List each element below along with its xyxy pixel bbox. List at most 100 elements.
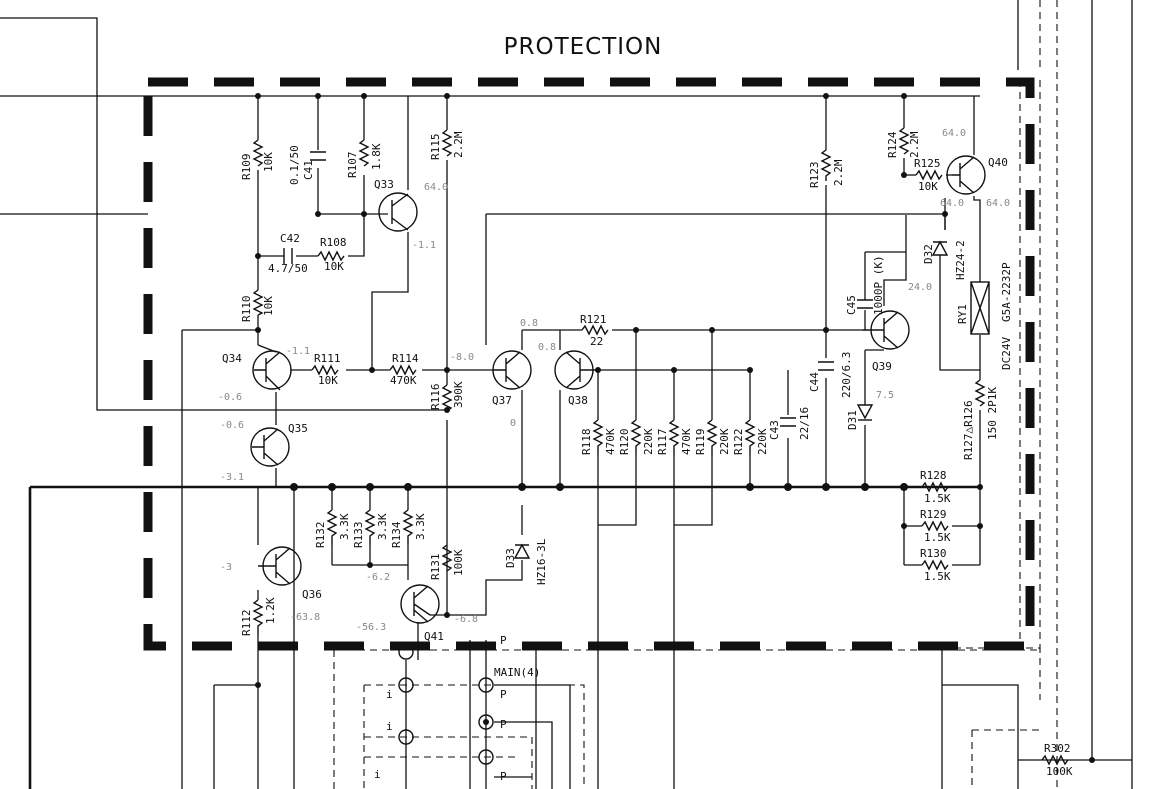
resistor-r119: R119 220K xyxy=(694,419,731,455)
resistor-r111: R111 10K xyxy=(311,352,341,387)
r128-label: R128 xyxy=(920,469,947,482)
pin-p-2: P xyxy=(500,688,507,701)
resistor-r124: R124 2.2M xyxy=(886,127,921,158)
resistor-r117: R117 470K xyxy=(656,419,693,455)
d32-value: HZ24-2 xyxy=(954,240,967,280)
r111-value: 10K xyxy=(318,374,338,387)
pin-i-1: i xyxy=(386,688,393,701)
transistor-q41: Q41 xyxy=(400,584,444,643)
r134-label: R134 xyxy=(390,521,403,548)
r302-label: R302 xyxy=(1044,742,1071,755)
r132-label: R132 xyxy=(314,522,327,549)
voltage-q40-c: 64.0 xyxy=(986,198,1010,209)
r132-value: 3.3K xyxy=(338,513,351,540)
resistor-r129: R129 1.5K xyxy=(920,508,951,544)
c42-label: C42 xyxy=(280,232,300,245)
voltage-q34-b: -1.1 xyxy=(286,346,310,357)
voltage-q41-e: -6.8 xyxy=(454,614,478,625)
r125-label: R125 xyxy=(914,157,941,170)
resistor-r118: R118 470K xyxy=(580,419,617,456)
r115-label: R115 xyxy=(429,134,442,161)
voltage-readings: 64.0 -1.1 64.0 64.0 64.0 -1.1 -0.6 -0.6 … xyxy=(218,128,1010,633)
voltage-q33-c: 64.0 xyxy=(424,182,448,193)
r126-label: R127△R126 xyxy=(962,400,975,460)
q37-label: Q37 xyxy=(492,394,512,407)
r123-value: 2.2M xyxy=(832,159,845,186)
r121-value: 22 xyxy=(590,335,603,348)
d33-label: D33 xyxy=(504,548,517,568)
voltage-q37-e: 0.8 xyxy=(520,318,538,329)
r302-value: 100K xyxy=(1046,765,1073,778)
connector-main4: MAIN(4) P P P P i i i xyxy=(374,634,540,783)
pin-p-1: P xyxy=(500,634,507,647)
resistor-r123: R123 2.2M xyxy=(808,149,845,189)
r109-label: R109 xyxy=(240,154,253,181)
r129-label: R129 xyxy=(920,508,947,521)
resistor-r114: R114 470K xyxy=(389,352,419,387)
d32-label: D32 xyxy=(922,244,935,264)
c44-label: C44 xyxy=(808,372,821,392)
r114-label: R114 xyxy=(392,352,419,365)
resistor-r126: R127△R126 150 2P1K xyxy=(962,379,999,460)
q36-label: Q36 xyxy=(302,588,322,601)
transistor-q36: Q36 xyxy=(258,546,322,601)
resistor-r131: R131 100K xyxy=(429,544,465,581)
r123-label: R123 xyxy=(808,162,821,189)
voltage-q38-b: 0.8 xyxy=(538,342,556,353)
r122-label: R122 xyxy=(732,429,745,456)
junction-dots xyxy=(255,93,1095,763)
schematic-title: PROTECTION xyxy=(504,34,663,60)
resistor-r132: R132 3.3K xyxy=(314,509,351,549)
voltage-q37-b: -8.0 xyxy=(450,352,474,363)
resistor-r116: R116 390K xyxy=(429,381,465,412)
transistor-q35: Q35 xyxy=(250,422,308,467)
r133-value: 3.3K xyxy=(376,513,389,540)
r128-value: 1.5K xyxy=(924,492,951,505)
c43-label: C43 xyxy=(768,420,781,440)
r107-label: R107 xyxy=(346,152,359,179)
voltage-q33-e: -1.1 xyxy=(412,240,436,251)
d33-value: HZ16-3L xyxy=(535,538,548,585)
resistor-r107: R107 1.8K xyxy=(346,139,383,179)
c45-value: 1000P (K) xyxy=(872,255,885,315)
voltage-q38-e: 0 xyxy=(510,418,516,429)
resistor-r108: R108 10K xyxy=(317,236,347,273)
c42-value: 4.7/50 xyxy=(268,262,308,275)
q40-label: Q40 xyxy=(988,156,1008,169)
r124-label: R124 xyxy=(886,131,899,158)
internal-wiring xyxy=(28,95,981,789)
diode-d31: D31 xyxy=(846,404,874,430)
transistor-q33: Q33 xyxy=(374,178,418,232)
r111-label: R111 xyxy=(314,352,341,365)
connector-boxes xyxy=(333,649,1040,789)
outer-wires xyxy=(0,0,1133,789)
pin-p-3: P xyxy=(500,718,507,731)
r112-label: R112 xyxy=(240,610,253,637)
resistor-r125: R125 10K xyxy=(914,157,943,193)
capacitor-c44: C44 220/6.3 xyxy=(808,352,853,398)
resistor-r130: R130 1.5K xyxy=(920,547,951,583)
resistor-r133: R133 3.3K xyxy=(352,509,389,548)
resistor-r128: R128 1.5K xyxy=(920,469,951,505)
resistor-r110: R110 10K xyxy=(240,289,275,322)
capacitor-c41: 0.1/50 C41 xyxy=(288,145,326,185)
resistor-r112: R112 1.2K xyxy=(240,597,277,636)
r134-value: 3.3K xyxy=(414,513,427,540)
r124-value: 2.2M xyxy=(908,131,921,158)
r118-value: 470K xyxy=(604,428,617,455)
q41-label: Q41 xyxy=(424,630,444,643)
pin-p-4: P xyxy=(500,770,507,783)
r131-label: R131 xyxy=(429,554,442,581)
r116-value: 390K xyxy=(452,381,465,408)
r118-label: R118 xyxy=(580,429,593,456)
diode-d33: D33 HZ16-3L xyxy=(504,538,548,585)
r108-value: 10K xyxy=(324,260,344,273)
voltage-q36-e: -63.8 xyxy=(290,612,320,623)
voltage-q39: 7.5 xyxy=(876,390,894,401)
capacitor-c42: C42 4.7/50 xyxy=(268,232,308,275)
voltage-q35-b: -0.6 xyxy=(220,420,244,431)
voltage-q36-b: -3 xyxy=(220,562,232,573)
transistor-q40: Q40 xyxy=(946,155,1008,195)
r125-value: 10K xyxy=(918,180,938,193)
